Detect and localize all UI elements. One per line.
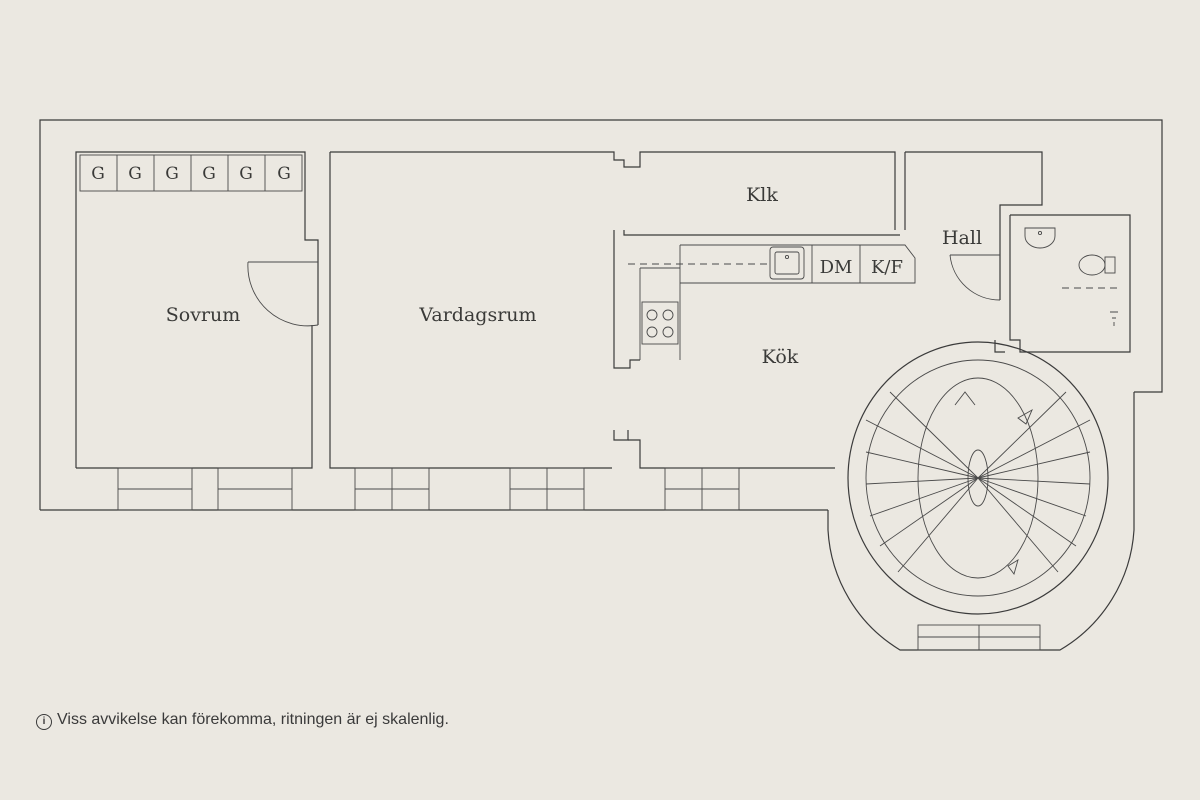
washbasin-icon [1024, 227, 1056, 249]
wardrobe-label: G [239, 164, 253, 184]
room-label-klk: Klk [746, 184, 778, 206]
bathroom-fixtures [1024, 227, 1118, 326]
wardrobe-row: G G G G G G [79, 154, 303, 192]
room-label-kok: Kök [762, 346, 799, 368]
windows [117, 467, 740, 511]
room-label-vardagsrum: Vardagsrum [418, 304, 536, 326]
disclaimer-text: Viss avvikelse kan förekomma, ritningen … [57, 711, 449, 728]
room-label-sovrum: Sovrum [166, 304, 241, 326]
wardrobe-label: G [128, 164, 142, 184]
wardrobe-label: G [165, 164, 179, 184]
shower-icon [1110, 311, 1118, 326]
stove-icon [641, 301, 679, 345]
dishwasher-label: DM [820, 257, 853, 278]
wardrobe-label: G [202, 164, 216, 184]
doors [247, 254, 1001, 327]
spiral-staircase [827, 341, 1135, 651]
sink-icon [769, 246, 805, 280]
wardrobe-label: G [91, 164, 105, 184]
room-label-hall: Hall [942, 227, 982, 249]
toilet-icon [1078, 254, 1106, 276]
kitchen-counter: DM K/F [628, 244, 916, 360]
wardrobe-label: G [277, 164, 291, 184]
fridge-freezer-label: K/F [871, 257, 903, 278]
info-icon: i [36, 714, 52, 730]
disclaimer: i Viss avvikelse kan förekomma, ritningen… [36, 711, 449, 730]
